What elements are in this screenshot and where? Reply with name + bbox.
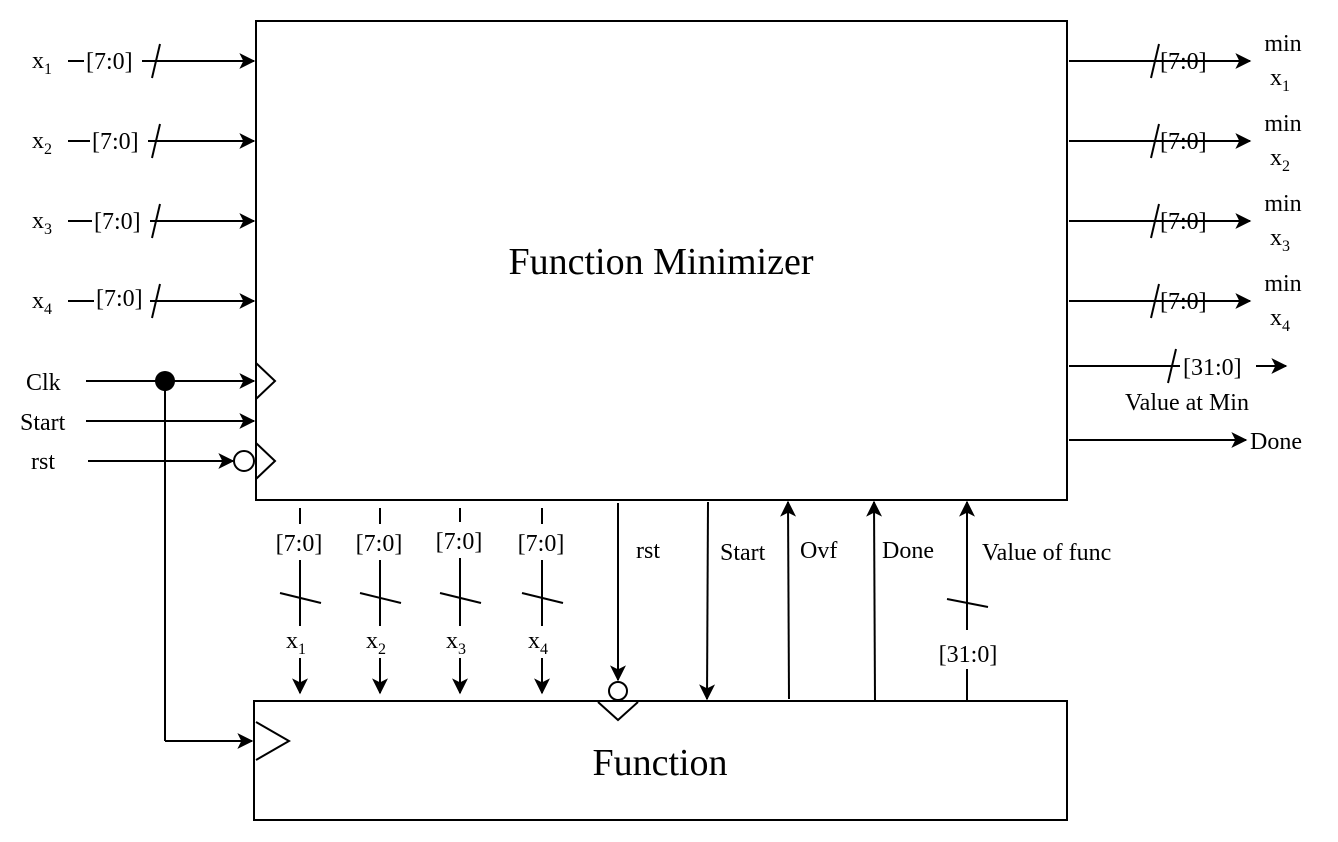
output-min-x2: [7:0] min x2 — [1069, 111, 1302, 175]
output-value-at-min: [31:0] Value at Min — [1069, 348, 1288, 416]
clk-input: Clk — [26, 362, 277, 749]
value-at-min-width: [31:0] — [1183, 355, 1242, 381]
bus-x1: [7:0] x1 — [276, 508, 323, 695]
input-x1-label: x1 — [32, 48, 52, 78]
bus-x3-width: [7:0] — [436, 529, 483, 555]
input-x1: x1 [7:0] — [32, 43, 256, 79]
inner-rst-label: rst — [636, 538, 660, 564]
input-x2-width: [7:0] — [92, 129, 139, 155]
inner-value-label: Value of func — [982, 540, 1111, 566]
bus-x1-width: [7:0] — [276, 531, 323, 557]
inner-ovf-label: Ovf — [800, 538, 837, 564]
output-x1-name: x1 — [1270, 65, 1290, 95]
function-rst-bubble — [608, 681, 628, 701]
output-x1-min: min — [1264, 31, 1301, 57]
output-x3-name: x3 — [1270, 225, 1290, 255]
output-done: Done — [1069, 429, 1302, 455]
function-title: Function — [592, 742, 727, 784]
output-x2-min: min — [1264, 111, 1301, 137]
value-at-min-label: Value at Min — [1125, 390, 1249, 416]
bus-x3: [7:0] x3 — [436, 508, 483, 695]
start-label: Start — [20, 410, 66, 436]
function-block — [253, 700, 1068, 821]
bus-x2: [7:0] x2 — [356, 508, 403, 695]
output-x1-width: [7:0] — [1160, 49, 1207, 75]
output-x4-min: min — [1264, 271, 1301, 297]
signal-start-down: Start — [699, 501, 766, 701]
rst-input: rst — [31, 442, 277, 480]
inner-value-width: [31:0] — [939, 642, 998, 668]
input-x4-width: [7:0] — [96, 286, 143, 312]
input-x3-label: x3 — [32, 208, 52, 238]
input-x1-width: [7:0] — [86, 49, 133, 75]
inner-done-label: Done — [882, 538, 934, 564]
bus-x2-width: [7:0] — [356, 531, 403, 557]
signal-value-up: Value of func [31:0] — [939, 500, 1111, 701]
minimizer-title: Function Minimizer — [508, 241, 813, 283]
rst-inversion-bubble — [233, 450, 255, 472]
inner-start-label: Start — [720, 540, 766, 566]
input-x2: x2 [7:0] — [32, 123, 256, 159]
signal-rst-down: rst — [597, 503, 660, 722]
output-x3-width: [7:0] — [1160, 209, 1207, 235]
bus-x1-label: x1 — [286, 628, 306, 658]
input-x4: x4 [7:0] — [32, 283, 256, 319]
done-output-label: Done — [1250, 429, 1302, 455]
output-min-x3: [7:0] min x3 — [1069, 191, 1302, 255]
minimizer-clock-symbol — [255, 362, 277, 400]
start-input: Start — [20, 410, 256, 436]
bus-x4: [7:0] x4 — [518, 508, 565, 695]
function-minimizer-block — [255, 20, 1068, 501]
function-rst-symbol — [597, 701, 639, 722]
input-x3-width: [7:0] — [94, 209, 141, 235]
output-x3-min: min — [1264, 191, 1301, 217]
signal-done-up: Done — [866, 500, 934, 702]
function-clock-symbol — [255, 721, 292, 761]
clk-label: Clk — [26, 370, 61, 396]
output-x4-width: [7:0] — [1160, 289, 1207, 315]
input-x2-label: x2 — [32, 128, 52, 158]
output-x2-width: [7:0] — [1160, 129, 1207, 155]
bus-x4-width: [7:0] — [518, 531, 565, 557]
output-min-x1: [7:0] min x1 — [1069, 31, 1302, 95]
bus-x2-label: x2 — [366, 628, 386, 658]
output-x4-name: x4 — [1270, 305, 1290, 335]
input-x3: x3 [7:0] — [32, 203, 256, 239]
input-x4-label: x4 — [32, 288, 52, 318]
output-min-x4: [7:0] min x4 — [1069, 271, 1302, 335]
rst-label: rst — [31, 449, 55, 475]
output-x2-name: x2 — [1270, 145, 1290, 175]
minimizer-rst-symbol — [255, 442, 277, 480]
bus-x3-label: x3 — [446, 628, 466, 658]
signal-ovf-up: Ovf — [780, 500, 837, 700]
bus-x4-label: x4 — [528, 628, 548, 658]
